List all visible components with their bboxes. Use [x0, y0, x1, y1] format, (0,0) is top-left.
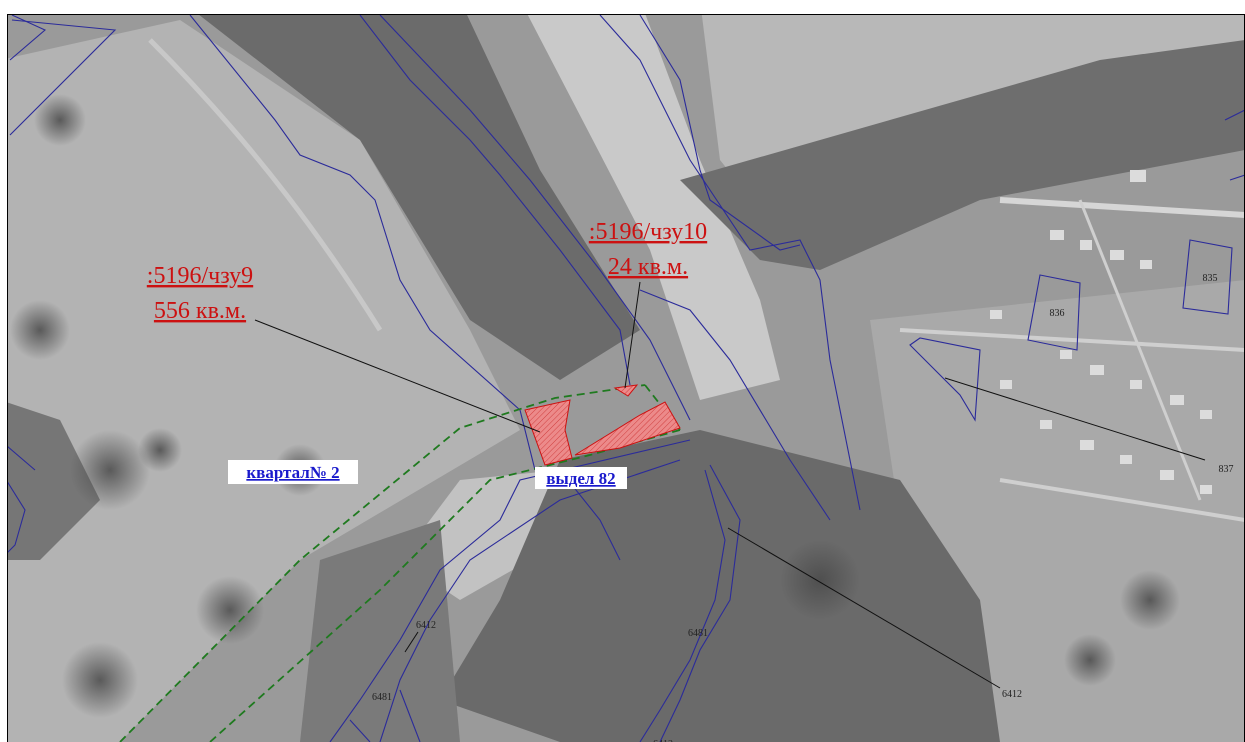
plot-chzu9-part2[interactable]: [574, 401, 681, 456]
plot-chzu10[interactable]: [613, 384, 639, 397]
boundary-line: [639, 469, 726, 742]
parcel-number-6412-a: 6412: [416, 620, 436, 631]
parcel-number-6481-b: 6481: [372, 692, 392, 703]
parcel-number-836: 836: [1050, 308, 1065, 319]
boundary-line: [639, 14, 801, 251]
forest-stand-boundaries: [0, 14, 1245, 742]
boundary-line: [599, 14, 861, 511]
plot-label-chzu10-area: 24 кв.м.: [608, 254, 688, 280]
quarter-label-bg: [228, 460, 358, 484]
boundary-line: [1229, 174, 1245, 181]
section-label-bg: [535, 467, 627, 489]
section-label: выдел 82: [546, 469, 615, 488]
plot-chzu9-part1[interactable]: [524, 399, 573, 466]
leader-chzu9: [254, 319, 541, 433]
boundary-line: [379, 14, 691, 421]
quarter-label: квартал№ 2: [246, 463, 339, 482]
map-top-margin: [0, 0, 1245, 14]
map-left-margin: [0, 0, 7, 742]
zone-line-lower: [209, 429, 681, 742]
boundary-line: [9, 14, 47, 61]
parcel-number-837: 837: [1219, 464, 1234, 475]
leader-6412: [727, 527, 1001, 689]
block-labels: квартал№ 2 выдел 82: [228, 460, 627, 489]
parcel-836-outline: [1027, 274, 1081, 351]
boundary-line: [1224, 109, 1245, 121]
land-plots[interactable]: [524, 384, 681, 466]
parcel-number-labels: 835 836 837 6412 6481 6481 6412 6412: [372, 273, 1234, 742]
parcel-number-6412-partial: 6412: [653, 739, 673, 742]
boundary-line: [379, 459, 681, 742]
boundary-line: [659, 464, 741, 742]
boundary-line: [189, 14, 536, 471]
boundary-line: [329, 439, 691, 742]
parcel-number-6481-a: 6481: [688, 628, 708, 639]
parcel-837-outline: [909, 337, 981, 422]
leader-837: [944, 377, 1206, 461]
boundary-line: [359, 14, 631, 386]
leader-lines: [254, 281, 1206, 689]
leader-6412-left: [404, 631, 419, 653]
parcel-835-outline: [1182, 239, 1233, 315]
boundary-line: [399, 689, 421, 742]
parcel-number-835: 835: [1203, 273, 1218, 284]
plot-labels: :5196/чзу9 556 кв.м. :5196/чзу10 24 кв.м…: [147, 219, 707, 324]
plot-label-chzu9-id: :5196/чзу9: [147, 263, 253, 289]
boundary-line: [9, 19, 117, 136]
leader-chzu10: [624, 281, 641, 389]
boundary-line: [349, 719, 371, 742]
plot-label-chzu10-id: :5196/чзу10: [589, 219, 707, 245]
boundary-line: [639, 289, 831, 521]
parcel-number-6412-b: 6412: [1002, 689, 1022, 700]
zone-line-upper: [119, 384, 646, 742]
plot-label-chzu9-area: 556 кв.м.: [154, 298, 246, 324]
